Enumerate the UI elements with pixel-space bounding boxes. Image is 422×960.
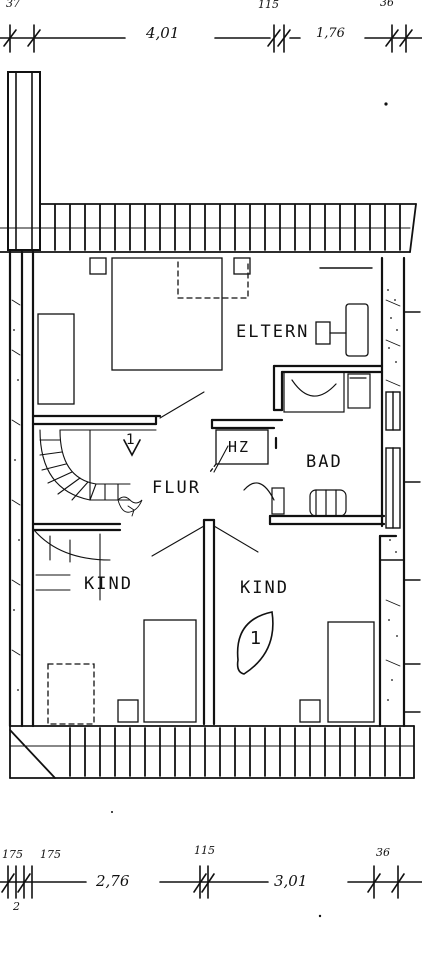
dim-bottom-115: 115 [194,844,215,857]
outer-wall-hatching [11,299,401,667]
dim-bottom-175a: 175 [2,848,23,861]
door-swings [151,391,259,557]
desk-chair [315,303,369,357]
bottom-dimension-line [0,865,422,899]
room-label-kind-right: KIND [240,578,289,598]
heater-unit [209,429,269,473]
bathtub [283,371,371,413]
room-label-kind-left: KIND [84,574,133,594]
dim-bottom-2: 2 [13,900,20,913]
window-right-upper [385,391,401,431]
room-label-bad: BAD [306,452,343,472]
wall-stipple [13,102,398,918]
dim-top-115: 115 [258,0,279,11]
dim-top-176: 1,76 [316,26,345,41]
room-label-hz: HZ [228,438,251,456]
room-label-flur: FLUR [152,478,201,498]
dim-bottom-276: 2,76 [96,872,130,890]
top-dimension-line [0,24,422,53]
dim-top-401: 4,01 [146,24,180,42]
sink [243,482,285,515]
room-marker-number: 1 [250,628,262,649]
room-label-eltern: ELTERN [236,322,310,342]
chimney [7,71,41,251]
parents-wardrobe [37,313,75,405]
interior-walls [31,364,386,726]
window-right-lower [379,447,405,561]
dim-top-37: 37 [6,0,20,10]
spiral-stairs [33,429,157,601]
dim-bottom-301: 3,01 [274,872,308,890]
bottom-roof-band [9,725,415,779]
kid-right-bed [299,621,375,723]
parents-bed [89,257,251,371]
kid-left-bed [47,619,197,725]
toilet [309,489,347,517]
dim-top-36: 36 [380,0,394,9]
dim-bottom-175b: 175 [40,848,61,861]
top-roof-band [0,203,417,253]
outer-walls [8,250,406,728]
dim-bottom-36: 36 [376,846,390,859]
stair-scribble [117,496,143,517]
right-wall-ticks [319,267,421,713]
stair-arrow-number: 1 [126,432,135,448]
room-marker-leaf [236,611,274,675]
